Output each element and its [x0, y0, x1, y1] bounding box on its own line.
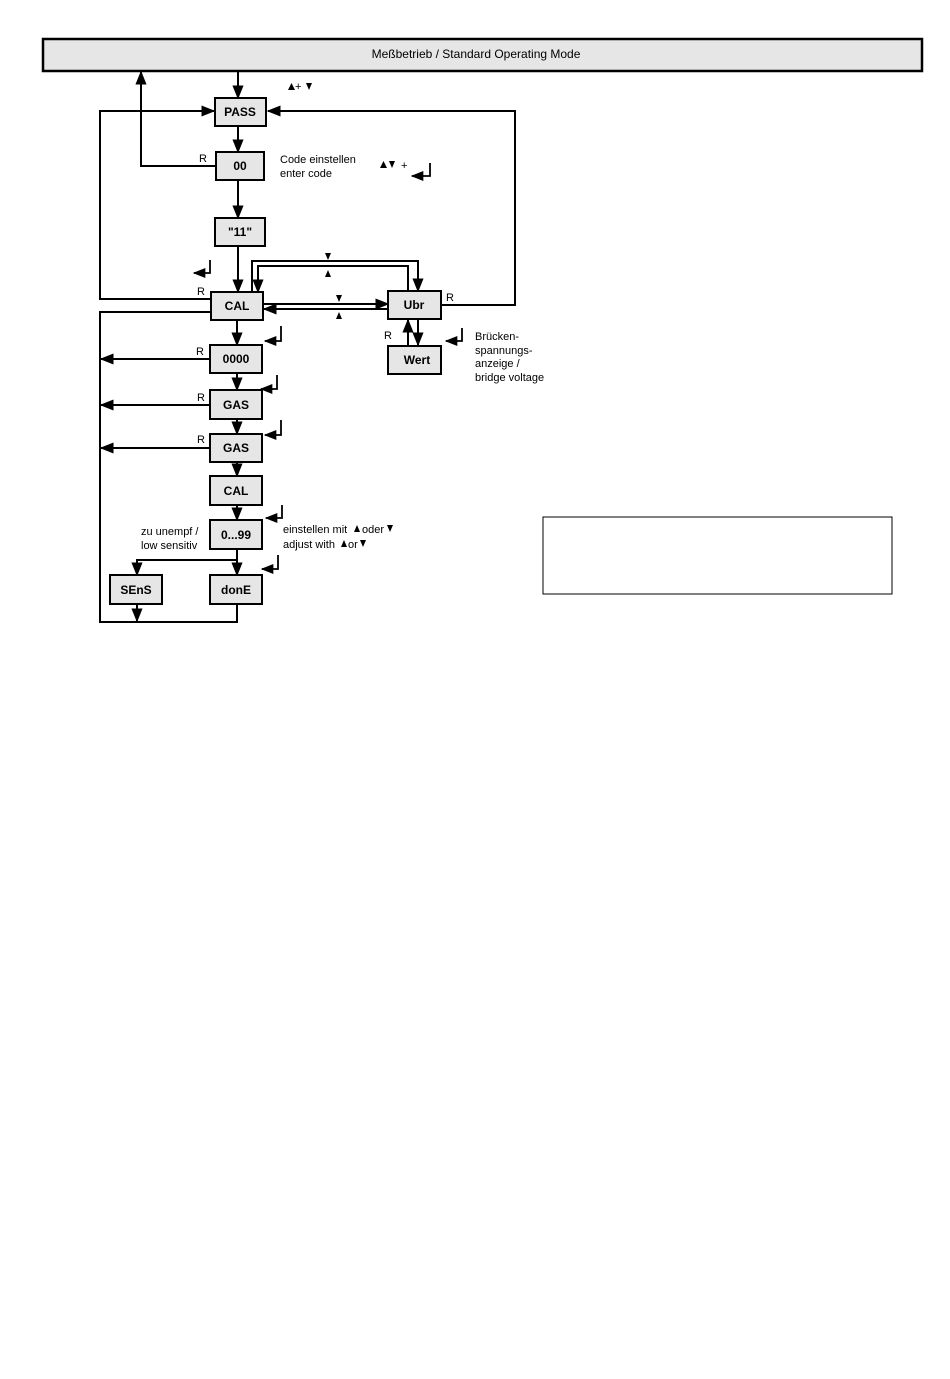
down-triangle-icon [360, 540, 366, 547]
adjust-label-en: adjust with [283, 539, 335, 551]
enter-icon [266, 505, 282, 518]
up-triangle-icon [325, 270, 331, 277]
up-triangle-icon [288, 83, 295, 90]
bridge-label-line2: spannungs- [475, 345, 533, 357]
down-triangle-icon [387, 525, 393, 532]
enter-icon [412, 163, 430, 176]
down-triangle-icon [389, 161, 395, 168]
arrow-ubr-reset-to-pass [268, 111, 515, 305]
arrow-00-reset-to-header [141, 72, 216, 166]
insensitive-label-line2: low sensitiv [141, 540, 198, 552]
reset-label: R [196, 346, 204, 358]
insensitive-label-line1: zu unempf / [141, 526, 199, 538]
enter-icon [265, 326, 281, 341]
range-label: 0...99 [221, 528, 251, 542]
done-label: donE [221, 583, 251, 597]
reset-label: R [199, 153, 207, 165]
up-triangle-icon [354, 525, 360, 532]
enter-icon [446, 328, 462, 341]
reset-label: R [197, 286, 205, 298]
arrow-cal-reset-to-pass [100, 111, 214, 299]
header-bar: Meßbetrieb / Standard Operating Mode [43, 39, 922, 71]
pass-label: PASS [224, 105, 256, 119]
reset-label: R [197, 392, 205, 404]
header-title: Meßbetrieb / Standard Operating Mode [372, 47, 581, 61]
up-triangle-icon [380, 161, 387, 168]
bridge-label-line3: anzeige / [475, 358, 521, 370]
cal-label-2: CAL [224, 484, 249, 498]
code-11-label: "11" [228, 225, 252, 239]
arrow-range-to-sens [137, 560, 237, 575]
ubr-label: Ubr [404, 298, 425, 312]
zero-label: 0000 [223, 352, 250, 366]
up-triangle-icon [336, 312, 342, 319]
adjust-label-en-or: or [348, 539, 358, 551]
down-triangle-icon [306, 83, 312, 90]
reset-label: R [446, 292, 454, 304]
gas-label-2: GAS [223, 441, 249, 455]
sens-label: SEnS [120, 583, 151, 597]
up-triangle-icon [341, 540, 347, 547]
arrow-ubr-to-cal-inner [258, 266, 408, 292]
enter-icon [265, 420, 281, 435]
code-label-de: Code einstellen [280, 154, 356, 166]
bridge-label-line1: Brücken- [475, 331, 519, 343]
wert-label: Wert [404, 353, 430, 367]
bridge-label-line4: bridge voltage [475, 372, 544, 384]
down-triangle-icon [325, 253, 331, 260]
reset-label: R [197, 434, 205, 446]
down-triangle-icon [336, 295, 342, 302]
plus-sign: + [295, 81, 301, 93]
enter-icon [194, 260, 210, 273]
enter-icon [262, 555, 278, 569]
code-label-en: enter code [280, 168, 332, 180]
plus-sign: + [401, 160, 407, 172]
adjust-label-de: einstellen mit [283, 524, 347, 536]
cal-label: CAL [225, 299, 250, 313]
gas-label-1: GAS [223, 398, 249, 412]
enter-icon [261, 375, 277, 389]
reset-label: R [384, 330, 392, 342]
code-00-label: 00 [233, 159, 247, 173]
adjust-label-de-or: oder [362, 524, 384, 536]
note-box [543, 517, 892, 594]
